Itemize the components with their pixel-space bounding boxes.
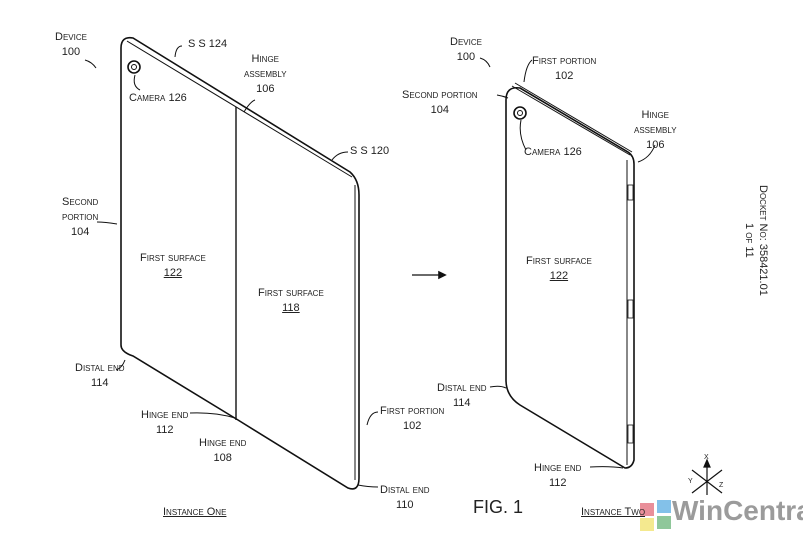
caption-instance-one: Instance One xyxy=(163,506,227,518)
leader-lines-one xyxy=(84,45,379,488)
caption-instance-two: Instance Two xyxy=(581,506,646,518)
label-camera-126-closed: Camera 126 xyxy=(524,146,582,158)
watermark: WinCentral xyxy=(672,495,803,526)
label-ss124: S S 124 xyxy=(188,38,228,50)
label-ss120: S S 120 xyxy=(350,145,390,157)
transition-arrow xyxy=(412,270,447,280)
axis-z-label: z xyxy=(719,479,724,490)
figure-title: FIG. 1 xyxy=(473,497,524,517)
watermark-logo xyxy=(640,500,671,531)
device-open-outline xyxy=(120,36,360,490)
axis-x-label: x xyxy=(704,451,709,462)
axis-indicator xyxy=(691,458,723,495)
axis-y-label: y xyxy=(688,475,693,486)
leader-lines-two xyxy=(479,57,656,469)
label-camera-126: Camera 126 xyxy=(129,92,187,104)
device-closed-outline xyxy=(505,82,635,469)
